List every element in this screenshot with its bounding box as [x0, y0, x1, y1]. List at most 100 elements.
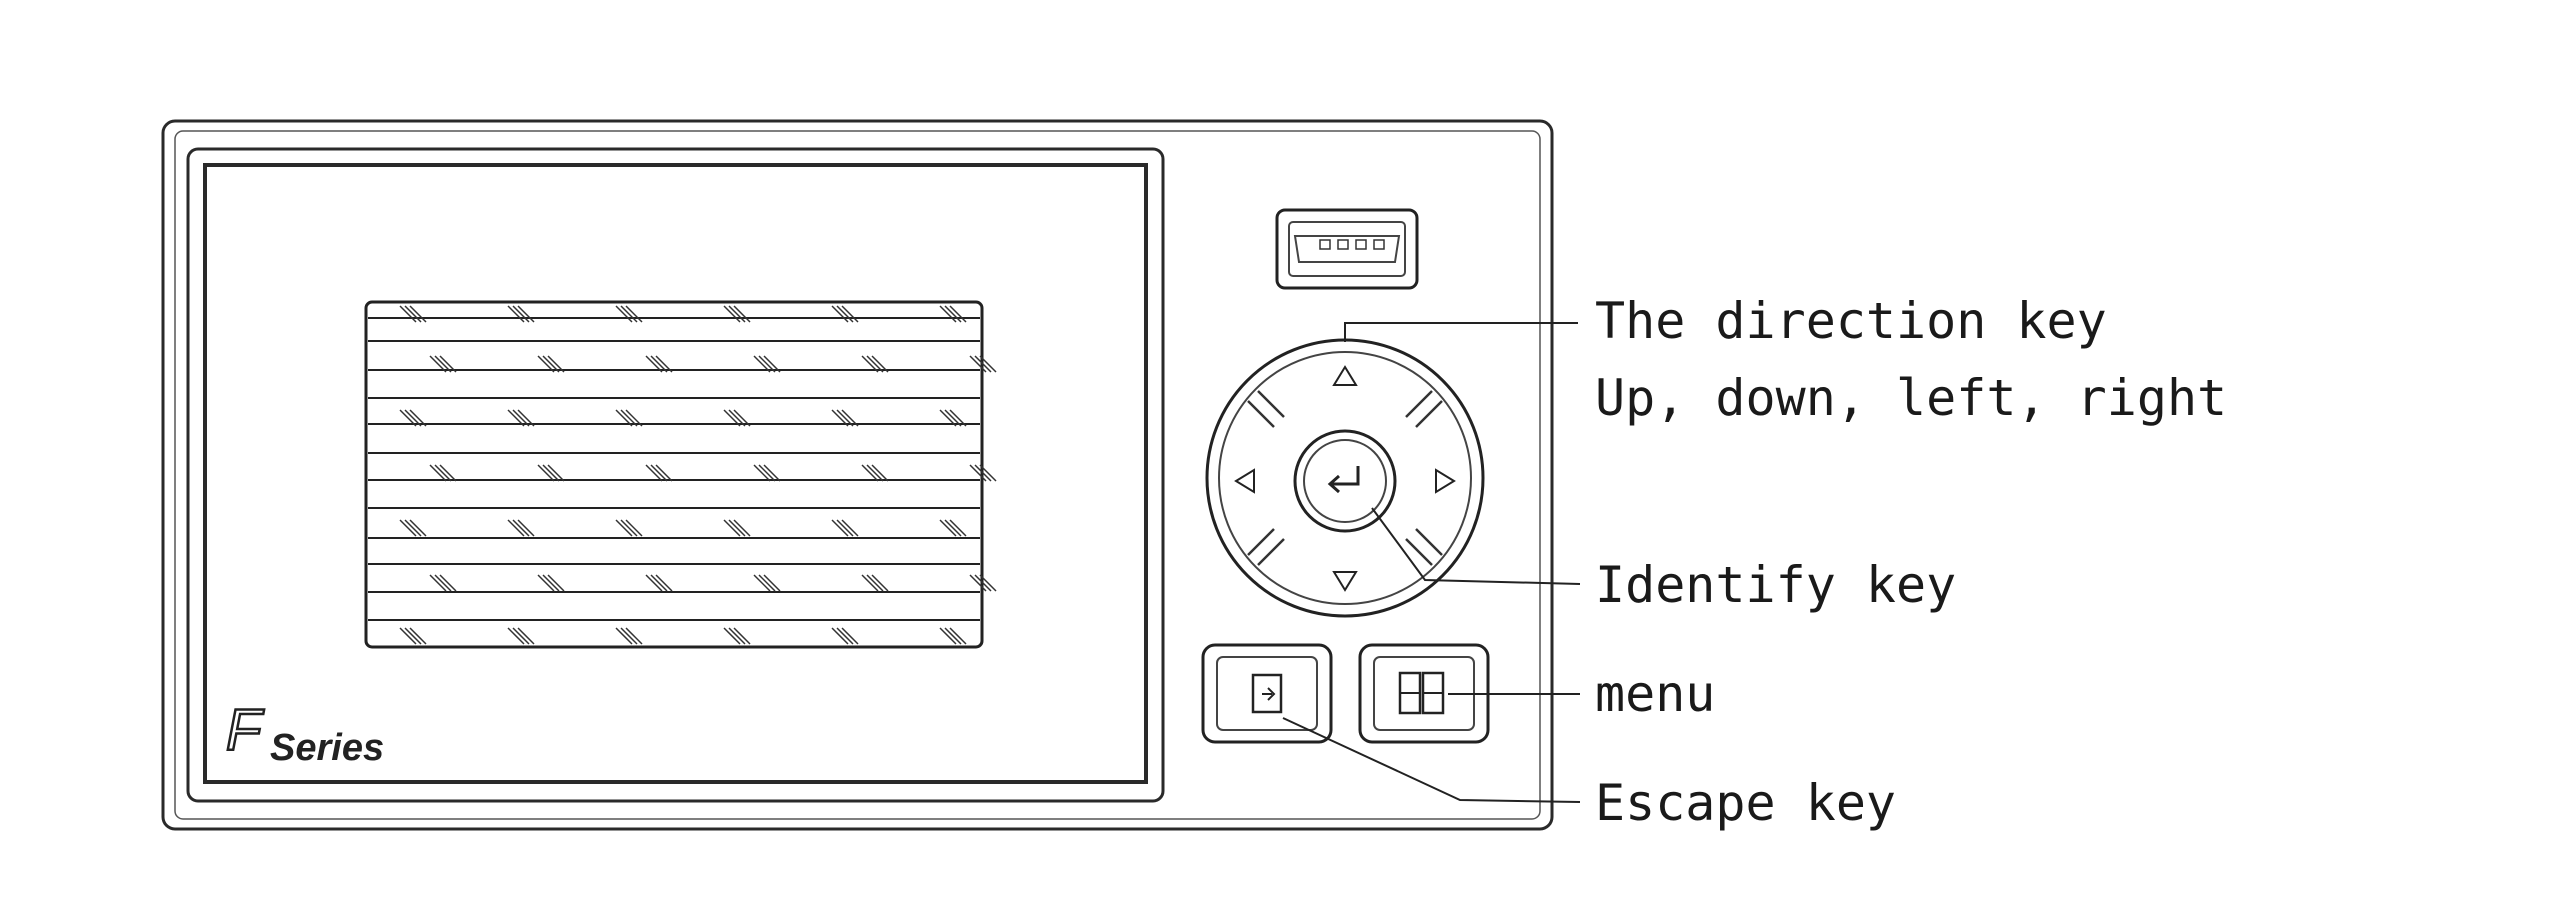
lcd-hatch-stroke — [404, 305, 422, 323]
lcd-hatch-stroke — [733, 519, 751, 537]
lcd-hatch-stroke — [836, 305, 854, 323]
lcd-hatch-stroke — [404, 409, 422, 427]
lcd-hatch-stroke — [861, 574, 879, 592]
brand-logo-f: F — [226, 698, 265, 763]
lcd-hatch-stroke — [944, 627, 962, 645]
lcd-hatch-stroke — [969, 574, 987, 592]
lcd-hatch-stroke — [507, 305, 525, 323]
lcd-display — [364, 300, 997, 649]
lcd-hatch-stroke — [733, 305, 751, 323]
label-menu: menu — [1595, 665, 1715, 723]
lcd-hatch-stroke — [974, 464, 992, 482]
lcd-hatch-stroke — [439, 355, 457, 373]
lcd-hatch-stroke — [399, 305, 417, 323]
lcd-hatch-stroke — [763, 464, 781, 482]
up-arrow-icon[interactable] — [1332, 365, 1358, 386]
lcd-reflection-hatching — [399, 305, 997, 645]
lcd-hatch-stroke — [409, 409, 427, 427]
enter-icon — [1327, 466, 1360, 494]
lcd-hatch-stroke — [949, 409, 967, 427]
lcd-hatch-stroke — [625, 305, 643, 323]
lcd-hatch-stroke — [645, 574, 663, 592]
right-arrow-icon[interactable] — [1435, 468, 1456, 494]
lcd-hatch-stroke — [620, 627, 638, 645]
lcd-hatch-stroke — [866, 574, 884, 592]
lcd-hatch-stroke — [404, 627, 422, 645]
lcd-hatch-stroke — [728, 305, 746, 323]
lcd-hatch-stroke — [655, 464, 673, 482]
lcd-hatch-stroke — [517, 627, 535, 645]
lcd-hatch-stroke — [866, 355, 884, 373]
lcd-hatch-stroke — [723, 519, 741, 537]
lcd-hatch-stroke — [974, 355, 992, 373]
lcd-hatch-stroke — [645, 355, 663, 373]
lcd-hatch-stroke — [655, 355, 673, 373]
lcd-hatch-stroke — [939, 305, 957, 323]
lcd-hatch-stroke — [758, 464, 776, 482]
lcd-hatch-stroke — [939, 519, 957, 537]
lcd-hatch-stroke — [434, 464, 452, 482]
lcd-hatch-stroke — [620, 409, 638, 427]
screen-bezel — [186, 147, 1165, 803]
lcd-hatch-stroke — [537, 574, 555, 592]
label-direction-key: The direction key — [1595, 292, 2107, 350]
lcd-hatch-stroke — [866, 464, 884, 482]
lcd-hatch-stroke — [836, 627, 854, 645]
lcd-hatch-stroke — [537, 355, 555, 373]
lcd-hatch-stroke — [645, 464, 663, 482]
lcd-hatch-stroke — [409, 519, 427, 537]
lcd-hatch-stroke — [507, 519, 525, 537]
lcd-hatch-stroke — [409, 627, 427, 645]
lcd-hatch-stroke — [753, 464, 771, 482]
lcd-hatch-stroke — [507, 409, 525, 427]
usb-port[interactable] — [1275, 208, 1419, 290]
left-arrow-icon[interactable] — [1234, 468, 1255, 494]
lcd-hatch-stroke — [728, 409, 746, 427]
lcd-hatch-stroke — [861, 355, 879, 373]
lcd-hatch-stroke — [542, 574, 560, 592]
lcd-hatch-stroke — [861, 464, 879, 482]
lcd-hatch-stroke — [434, 355, 452, 373]
lcd-hatch-stroke — [620, 305, 638, 323]
lcd-hatch-stroke — [733, 409, 751, 427]
brand-logo: F Series — [225, 697, 384, 769]
lcd-hatch-stroke — [949, 519, 967, 537]
lcd-hatch-stroke — [404, 519, 422, 537]
lcd-hatch-stroke — [517, 519, 535, 537]
lcd-hatch-stroke — [542, 464, 560, 482]
lcd-hatch-stroke — [547, 464, 565, 482]
lcd-hatch-stroke — [939, 409, 957, 427]
lcd-hatch-stroke — [969, 464, 987, 482]
escape-key[interactable] — [1201, 643, 1333, 744]
lcd-hatch-stroke — [723, 305, 741, 323]
lcd-hatch-stroke — [871, 464, 889, 482]
lcd-hatch-stroke — [655, 574, 673, 592]
lcd-hatch-stroke — [974, 574, 992, 592]
down-arrow-icon[interactable] — [1332, 571, 1358, 592]
lcd-hatch-stroke — [841, 409, 859, 427]
lcd-hatch-stroke — [547, 574, 565, 592]
lcd-hatch-stroke — [939, 627, 957, 645]
lcd-hatch-stroke — [836, 409, 854, 427]
lcd-hatch-stroke — [944, 305, 962, 323]
lcd-hatch-stroke — [871, 574, 889, 592]
lcd-hatch-stroke — [429, 574, 447, 592]
lcd-hatch-stroke — [429, 355, 447, 373]
lcd-hatch-stroke — [841, 627, 859, 645]
lcd-hatch-stroke — [753, 355, 771, 373]
lcd-hatch-stroke — [841, 519, 859, 537]
lcd-hatch-stroke — [517, 305, 535, 323]
lcd-hatch-stroke — [949, 627, 967, 645]
lcd-hatch-stroke — [979, 574, 997, 592]
lcd-hatch-stroke — [944, 409, 962, 427]
lcd-hatch-stroke — [512, 519, 530, 537]
lcd-hatch-stroke — [650, 355, 668, 373]
lcd-hatch-stroke — [399, 409, 417, 427]
lcd-hatch-stroke — [831, 305, 849, 323]
direction-pad-separators — [1247, 390, 1443, 566]
lcd-hatch-stroke — [625, 409, 643, 427]
identify-key[interactable] — [1293, 429, 1397, 533]
lcd-hatch-stroke — [512, 627, 530, 645]
lcd-hatch-stroke — [763, 574, 781, 592]
